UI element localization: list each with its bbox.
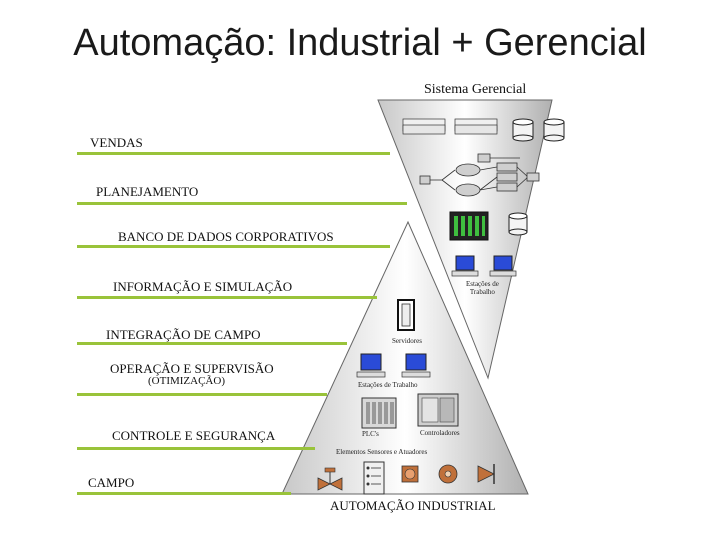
level-label-integracao: INTEGRAÇÃO DE CAMPO bbox=[106, 327, 261, 342]
bottom-label: AUTOMAÇÃO INDUSTRIAL bbox=[330, 498, 496, 513]
database-icon bbox=[508, 212, 528, 236]
pump-icon bbox=[438, 464, 458, 484]
workstation-icon bbox=[356, 353, 386, 378]
level-label-otimizacao: (OTIMIZAÇÃO) bbox=[148, 375, 225, 387]
level-label-controle: CONTROLE E SEGURANÇA bbox=[112, 428, 276, 443]
sensor-panel-icon bbox=[363, 461, 385, 495]
controller-cabinet-icon bbox=[417, 393, 459, 427]
level-bar-planejamento bbox=[77, 202, 407, 205]
workstation-icon bbox=[451, 255, 479, 277]
database-icon bbox=[512, 118, 534, 142]
caption-estacoes-mid: Estações de Trabalho bbox=[358, 381, 418, 389]
level-bar-integracao bbox=[77, 342, 347, 345]
panel-device-icon bbox=[454, 118, 498, 135]
slide-title: Automação: Industrial + Gerencial bbox=[73, 22, 647, 64]
workstation-icon bbox=[489, 255, 517, 277]
plc-icon bbox=[361, 397, 397, 429]
level-label-banco: BANCO DE DADOS CORPORATIVOS bbox=[118, 229, 334, 244]
level-bar-campo bbox=[77, 492, 291, 495]
level-bar-operacao bbox=[77, 393, 327, 396]
server-rack-icon bbox=[449, 211, 489, 241]
caption-plcs: PLC's bbox=[362, 430, 379, 438]
level-bar-vendas bbox=[77, 152, 390, 155]
flowchart-icon bbox=[419, 153, 540, 197]
level-bar-controle bbox=[77, 447, 315, 450]
upright-triangle bbox=[281, 220, 529, 495]
valve-icon bbox=[317, 467, 343, 491]
level-label-planejamento: PLANEJAMENTO bbox=[96, 184, 199, 199]
level-label-informacao: INFORMAÇÃO E SIMULAÇÃO bbox=[113, 279, 293, 294]
level-label-operacao: OPERAÇÃO E SUPERVISÃO bbox=[110, 361, 274, 376]
caption-estacoes-top: Estações de Trabalho bbox=[466, 280, 499, 296]
workstation-icon bbox=[401, 353, 431, 378]
panel-device-icon bbox=[402, 118, 446, 135]
top-label: Sistema Gerencial bbox=[424, 82, 527, 97]
caption-controladores: Controladores bbox=[420, 429, 460, 437]
tower-server-icon bbox=[397, 299, 415, 331]
database-icon bbox=[543, 118, 565, 142]
caption-elementos: Elementos Sensores e Atuadores bbox=[336, 448, 428, 456]
level-bar-informacao bbox=[77, 296, 377, 299]
level-label-vendas: VENDAS bbox=[90, 135, 143, 150]
level-label-campo: CAMPO bbox=[88, 475, 135, 490]
motor-icon bbox=[401, 465, 419, 483]
caption-servidores: Servidores bbox=[392, 337, 422, 345]
level-bar-banco bbox=[77, 245, 390, 248]
tank-icon bbox=[477, 464, 495, 484]
